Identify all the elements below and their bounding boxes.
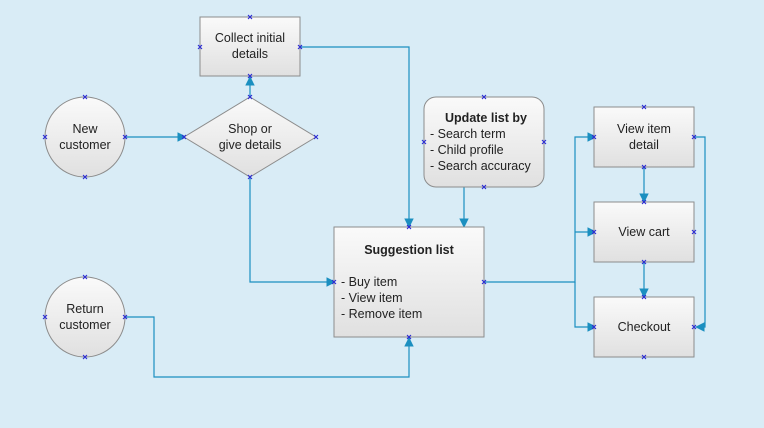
new-customer-line-2: customer bbox=[59, 138, 111, 152]
connection-handle[interactable] bbox=[313, 134, 319, 140]
connection-handle[interactable] bbox=[42, 134, 48, 140]
connection-handle[interactable] bbox=[331, 279, 337, 285]
connection-handle[interactable] bbox=[247, 94, 253, 100]
connection-handle[interactable] bbox=[591, 229, 597, 235]
connection-handle[interactable] bbox=[641, 259, 647, 265]
shop-or-details-line-1: Shop or bbox=[228, 122, 272, 136]
connection-handle[interactable] bbox=[82, 354, 88, 360]
view-cart-label: View cart bbox=[594, 208, 694, 256]
shop-or-details-label: Shop or give details bbox=[200, 113, 300, 161]
suggestion-list-item-2: - View item bbox=[341, 291, 403, 305]
connection-handle[interactable] bbox=[82, 174, 88, 180]
return-customer-label: Return customer bbox=[45, 293, 125, 341]
connection-handle[interactable] bbox=[247, 174, 253, 180]
suggestion-list-item-1: - Buy item bbox=[341, 275, 398, 289]
connector-collect-to-suggestion bbox=[300, 46, 414, 228]
view-item-detail-line-1: View item bbox=[617, 122, 671, 136]
checkout-label: Checkout bbox=[594, 303, 694, 351]
connection-handle[interactable] bbox=[481, 279, 487, 285]
connector-suggestion-to-view-item bbox=[485, 132, 597, 283]
collect-details-line-2: details bbox=[231, 47, 269, 61]
connection-handle[interactable] bbox=[82, 94, 88, 100]
connection-handle[interactable] bbox=[82, 274, 88, 280]
connection-handles bbox=[42, 14, 697, 360]
connector-shop-to-suggestion bbox=[249, 177, 336, 287]
collect-details-line-1: Collect initial bbox=[214, 31, 286, 45]
update-list-item-1: - Search term bbox=[430, 127, 506, 141]
suggestion-list-item-3: - Remove item bbox=[341, 307, 423, 321]
connection-handle[interactable] bbox=[181, 134, 187, 140]
connection-handle[interactable] bbox=[481, 184, 487, 190]
connection-handle[interactable] bbox=[247, 14, 253, 20]
suggestion-list-title: Suggestion list bbox=[364, 243, 454, 257]
connection-handle[interactable] bbox=[691, 134, 697, 140]
view-item-detail-line-2: detail bbox=[629, 138, 659, 152]
new-customer-label: New customer bbox=[45, 113, 125, 161]
connection-handle[interactable] bbox=[406, 334, 412, 340]
suggestion-list-shape[interactable] bbox=[333, 226, 485, 338]
connection-handle[interactable] bbox=[421, 139, 427, 145]
connection-handle[interactable] bbox=[591, 324, 597, 330]
view-item-detail-label: View item detail bbox=[594, 113, 694, 161]
connection-handle[interactable] bbox=[641, 354, 647, 360]
collect-details-label: Collect initial details bbox=[200, 22, 300, 70]
view-cart-text: View cart bbox=[618, 225, 670, 239]
connection-handle[interactable] bbox=[406, 224, 412, 230]
connection-handle[interactable] bbox=[691, 229, 697, 235]
shop-or-details-line-2: give details bbox=[218, 138, 282, 152]
connection-handle[interactable] bbox=[122, 314, 128, 320]
connector-return-to-suggestion bbox=[125, 316, 414, 378]
connector-view-item-to-checkout bbox=[694, 136, 706, 332]
connection-handle[interactable] bbox=[42, 314, 48, 320]
suggestion-list-label: Suggestion list - Buy item - View item -… bbox=[334, 242, 484, 322]
connection-handle[interactable] bbox=[122, 134, 128, 140]
new-customer-line-1: New bbox=[72, 122, 98, 136]
update-list-label: Update list by - Search term - Child pro… bbox=[430, 110, 542, 174]
return-customer-line-2: customer bbox=[59, 318, 111, 332]
connection-handle[interactable] bbox=[481, 94, 487, 100]
update-list-item-2: - Child profile bbox=[430, 143, 504, 157]
connection-handle[interactable] bbox=[691, 324, 697, 330]
connection-handle[interactable] bbox=[591, 134, 597, 140]
return-customer-line-1: Return bbox=[66, 302, 104, 316]
connection-handle[interactable] bbox=[641, 164, 647, 170]
connection-handle[interactable] bbox=[641, 294, 647, 300]
connection-handle[interactable] bbox=[641, 104, 647, 110]
connection-handle[interactable] bbox=[247, 73, 253, 79]
checkout-text: Checkout bbox=[617, 320, 671, 334]
connection-handle[interactable] bbox=[197, 44, 203, 50]
connection-handle[interactable] bbox=[641, 199, 647, 205]
connection-handle[interactable] bbox=[541, 139, 547, 145]
update-list-item-3: - Search accuracy bbox=[430, 159, 531, 173]
update-list-title: Update list by bbox=[445, 111, 527, 125]
connection-handle[interactable] bbox=[297, 44, 303, 50]
connector-suggestion-to-checkout bbox=[574, 282, 597, 332]
